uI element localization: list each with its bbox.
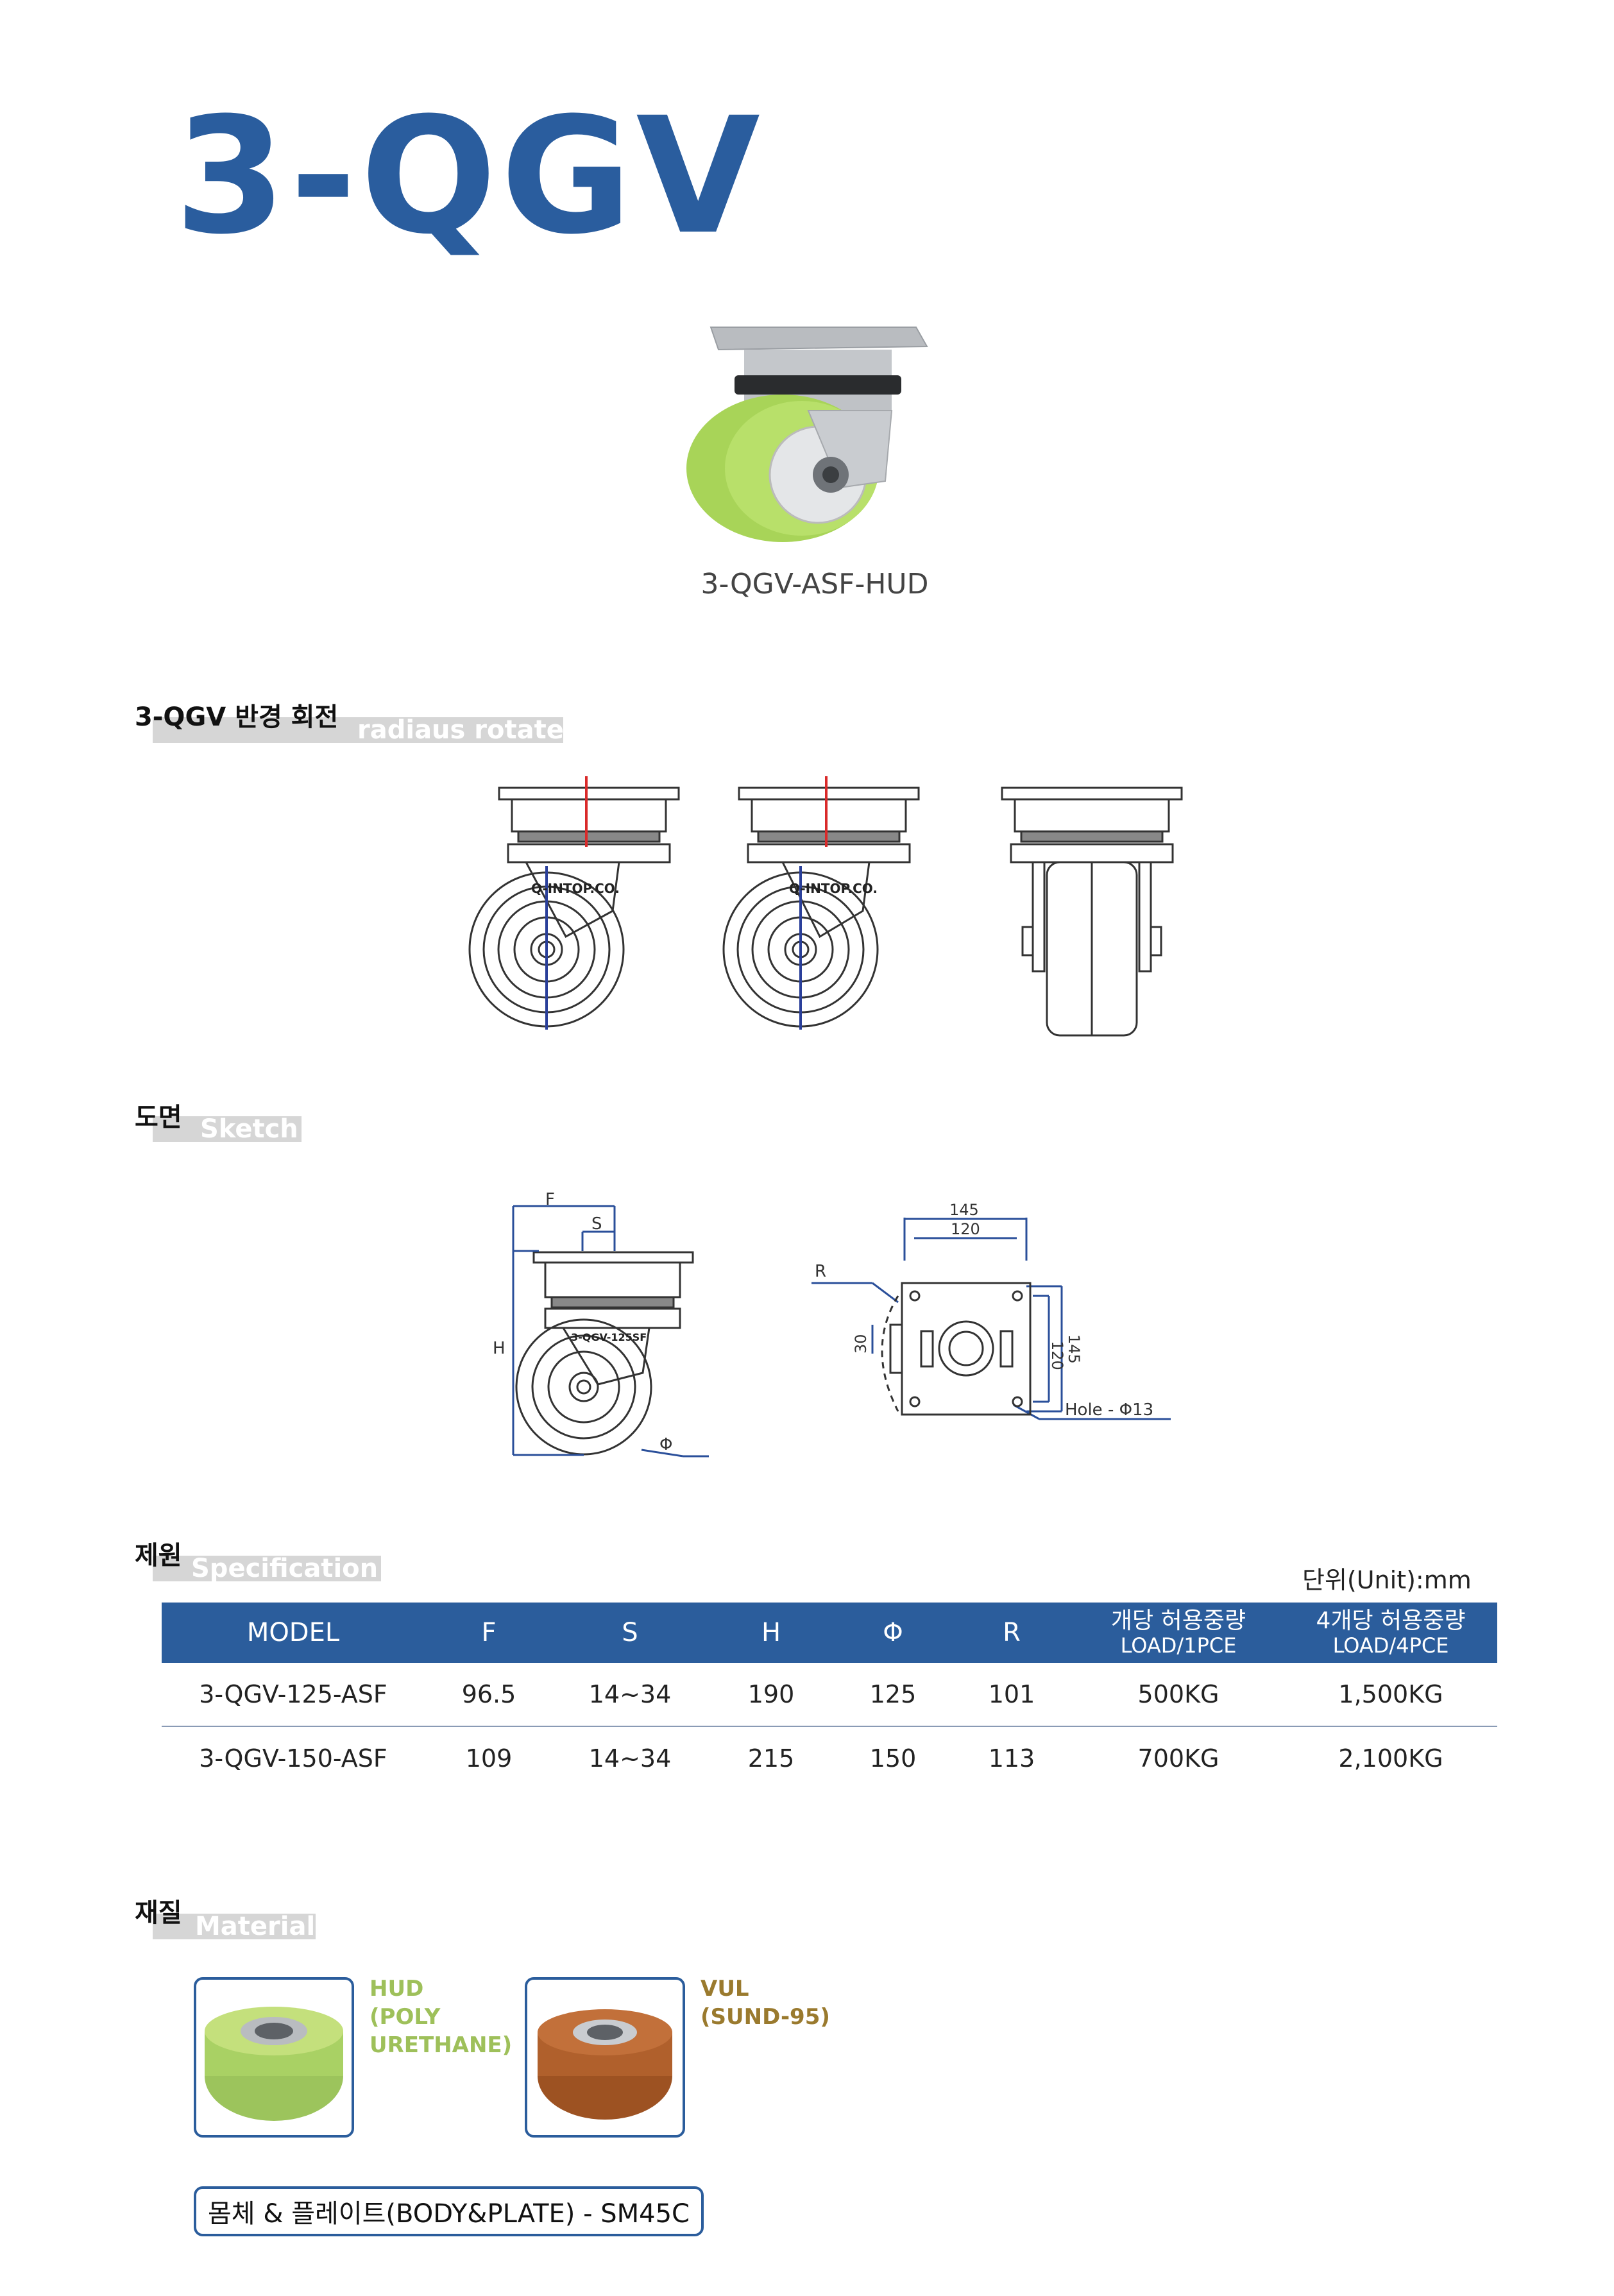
table-row: 3-QGV-125-ASF 96.5 14~34 190 125 101 500… — [162, 1663, 1497, 1727]
cell: 113 — [988, 1744, 1035, 1773]
hud-wheel-icon — [205, 2007, 343, 2121]
cell: 14~34 — [588, 1744, 672, 1773]
section-spec-ko: 제원 — [135, 1541, 182, 1570]
dim-145-side: 145 — [1065, 1334, 1083, 1364]
section-rotate-bar — [153, 717, 563, 743]
header-s: S — [553, 1603, 707, 1663]
material-hud-label: HUD (POLY URETHANE) — [370, 1975, 512, 2059]
material-hud-line2: (POLY — [370, 2004, 441, 2030]
header-r: R — [951, 1603, 1073, 1663]
brand-label-2: Q-INTOP.CO. — [789, 881, 878, 896]
material-hud-name: HUD — [370, 1976, 424, 2002]
section-spec-en: Specification — [191, 1554, 378, 1583]
cell: 500KG — [1073, 1663, 1284, 1727]
section-sketch-ko: 도면 — [135, 1103, 182, 1132]
section-rotate-en: radiaus rotate — [357, 715, 564, 745]
dim-H: H — [493, 1339, 505, 1358]
cell: 3-QGV-125-ASF — [162, 1663, 425, 1727]
cell: 190 — [707, 1663, 835, 1727]
model-label: 3-QGV-125SF — [571, 1331, 647, 1343]
section-spec-bar — [153, 1556, 381, 1581]
product-photo — [686, 327, 928, 542]
dim-S: S — [591, 1214, 602, 1234]
header-h: H — [707, 1603, 835, 1663]
dim-R: R — [815, 1262, 826, 1281]
cell: 101 — [951, 1663, 1073, 1727]
section-material-en: Material — [195, 1912, 316, 1941]
section-sketch-en: Sketch — [200, 1114, 298, 1144]
cell: 96.5 — [425, 1663, 553, 1727]
cell: 109 — [465, 1744, 513, 1773]
dim-F: F — [545, 1190, 555, 1209]
body-plate-material: 몸체 & 플레이트(BODY&PLATE) - SM45C — [194, 2186, 704, 2236]
header-phi: Φ — [835, 1603, 951, 1663]
dim-phi: Φ — [659, 1435, 672, 1454]
cell: 150 — [869, 1744, 917, 1773]
dim-120-side: 120 — [1048, 1341, 1066, 1370]
cell: 215 — [747, 1744, 795, 1773]
header-f: F — [425, 1603, 553, 1663]
page-title: 3-QGV — [174, 83, 764, 269]
product-caption: 3-QGV-ASF-HUD — [701, 568, 929, 600]
section-material-ko: 재질 — [135, 1898, 182, 1928]
brand-label-1: Q-INTOP.CO. — [531, 881, 620, 896]
hole-label: Hole - Φ13 — [1065, 1400, 1153, 1420]
material-hud-line3: URETHANE) — [370, 2032, 513, 2058]
cell: 700KG — [1137, 1744, 1219, 1773]
dim-30: 30 — [852, 1334, 870, 1354]
vul-wheel-icon — [538, 2009, 672, 2120]
dim-120-top: 120 — [951, 1220, 980, 1238]
sketch-drawings: F S H Φ 3-QGV-125SF R 145 120 145 120 30… — [493, 1190, 1171, 1458]
cell: 3-QGV-150-ASF — [199, 1744, 387, 1773]
material-vul-label: VUL (SUND-95) — [701, 1975, 830, 2031]
rotation-drawings: Q-INTOP.CO. Q-INTOP.CO. — [468, 776, 1183, 1037]
dim-145-top: 145 — [949, 1201, 979, 1219]
cell: 2,100KG — [1338, 1744, 1443, 1773]
material-hud-image — [194, 1977, 354, 2138]
section-sketch-bar — [153, 1116, 302, 1142]
material-vul-name: VUL — [701, 1976, 749, 2002]
section-rotate-ko: 3-QGV 반경 회전 — [135, 702, 339, 732]
material-vul-line2: (SUND-95) — [701, 2004, 830, 2030]
header-model: MODEL — [162, 1603, 425, 1663]
cell: 125 — [835, 1663, 951, 1727]
cell: 14~34 — [553, 1663, 707, 1727]
cell: 1,500KG — [1284, 1663, 1497, 1727]
unit-label: 단위(Unit):mm — [1302, 1566, 1472, 1594]
material-vul-image — [525, 1977, 685, 2138]
section-material-bar — [153, 1914, 316, 1939]
table-row: 3-QGV-150-ASF 109 14~34 215 150 113 700K… — [162, 1726, 1497, 1790]
